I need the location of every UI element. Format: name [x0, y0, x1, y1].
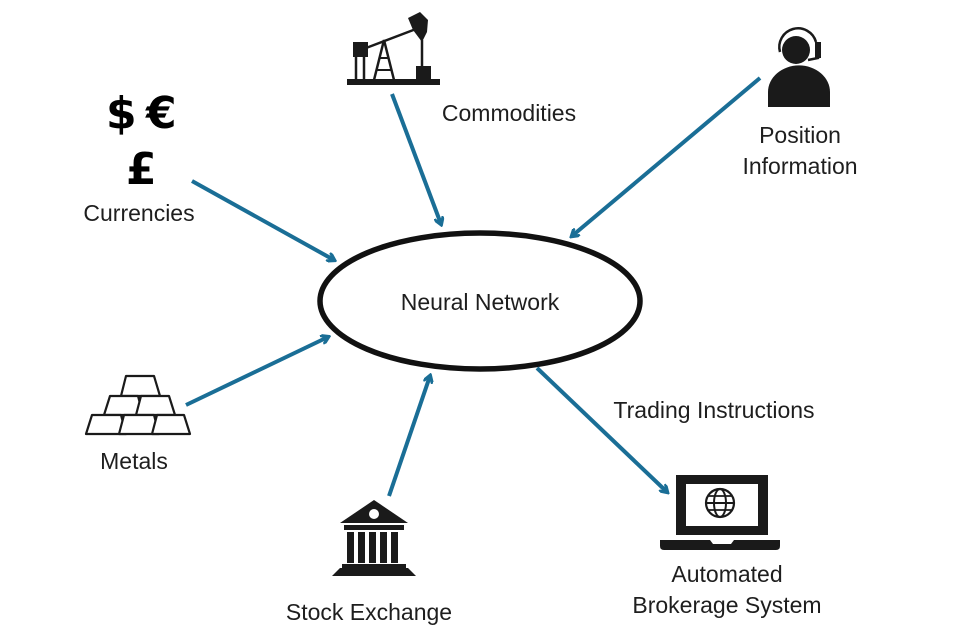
dollar-symbol-icon: $ [106, 88, 137, 139]
trading-instructions-label: Trading Instructions [613, 397, 815, 423]
arrow-commodities [390, 93, 441, 224]
arrow-stock [387, 376, 430, 497]
bank-building-icon [332, 500, 416, 576]
currencies-label: Currencies [83, 200, 195, 226]
arrow-currencies [191, 179, 334, 260]
brokerage-label-line1: Automated [671, 561, 783, 587]
arrow-metals [185, 337, 328, 407]
stock-exchange-label: Stock Exchange [285, 599, 453, 625]
neural-network-node [317, 230, 643, 372]
commodities-label: Commodities [441, 100, 577, 126]
position-label-line2: Information [742, 153, 858, 179]
arrow-position [572, 76, 762, 236]
position-information-label: Position Information [720, 120, 880, 182]
position-label-line1: Position [759, 122, 841, 148]
automated-brokerage-label: Automated Brokerage System [612, 559, 842, 621]
oil-pump-icon [347, 12, 440, 85]
arrow-trading [535, 366, 667, 492]
laptop-globe-icon [660, 475, 780, 550]
brokerage-label-line2: Brokerage System [632, 592, 822, 618]
pound-symbol-icon: £ [126, 144, 157, 195]
euro-symbol-icon: € [146, 88, 177, 139]
headset-operator-icon [768, 27, 830, 107]
gold-bars-icon [84, 374, 192, 436]
center-node-label: Neural Network [400, 289, 560, 315]
metals-label: Metals [100, 448, 168, 474]
